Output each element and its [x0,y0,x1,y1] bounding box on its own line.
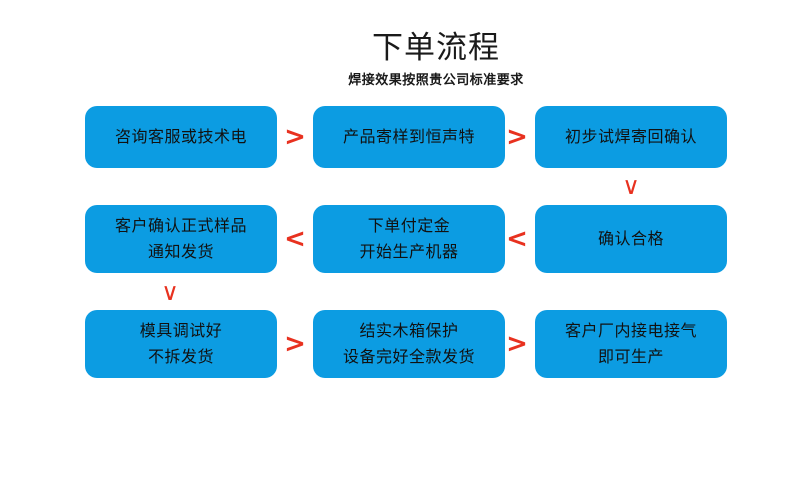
flow-node-send-sample[interactable]: 产品寄样到恒声特 [313,106,505,168]
arrow-right-icon: > [284,329,306,359]
arrow-down-left-icon: ∨ [161,278,179,306]
flow-node-line-1: 产品寄样到恒声特 [342,127,475,146]
flow-node-line-1: 结实木箱保护 [359,321,459,340]
arrow-down-right-icon: ∨ [622,172,640,200]
flow-node-line-1: 初步试焊寄回确认 [564,127,697,146]
arrow-left-icon: < [506,224,528,254]
flow-node-deposit-production[interactable]: 下单付定金 开始生产机器 [313,205,505,273]
flow-node-wooden-crate-shipping[interactable]: 结实木箱保护 设备完好全款发货 [313,310,505,378]
flow-node-line-2: 即可生产 [597,347,664,366]
flow-node-line-1: 确认合格 [597,229,664,248]
page-subtitle: 焊接效果按照贵公司标准要求 [348,73,524,88]
flow-node-consult-service[interactable]: 咨询客服或技术电 [85,106,277,168]
flow-node-line-1: 下单付定金 [367,216,451,235]
flow-node-line-1: 客户确认正式样品 [114,216,247,235]
flow-node-line-2: 不拆发货 [147,347,214,366]
flow-node-line-1: 模具调试好 [139,321,223,340]
flow-node-line-1: 客户厂内接电接气 [564,321,697,340]
flow-node-line-2: 通知发货 [147,242,214,261]
arrow-right-icon: > [506,329,528,359]
flow-node-line-2: 开始生产机器 [359,242,459,261]
arrow-right-icon: > [284,122,306,152]
flow-node-confirm-qualified[interactable]: 确认合格 [535,205,727,273]
flow-node-line-2: 设备完好全款发货 [342,347,475,366]
flow-node-onsite-ready-to-produce[interactable]: 客户厂内接电接气 即可生产 [535,310,727,378]
arrow-right-icon: > [506,122,528,152]
flow-node-line-1: 咨询客服或技术电 [114,127,247,146]
flow-node-mold-tested[interactable]: 模具调试好 不拆发货 [85,310,277,378]
flow-node-trial-weld-confirm[interactable]: 初步试焊寄回确认 [535,106,727,168]
flow-node-customer-confirm-sample[interactable]: 客户确认正式样品 通知发货 [85,205,277,273]
chart-header: 下单流程 焊接效果按照贵公司标准要求 [0,28,800,90]
arrow-left-icon: < [284,224,306,254]
flow-row-2: 客户确认正式样品 通知发货 < 下单付定金 开始生产机器 < 确认合格 [85,205,730,273]
flow-row-1: 咨询客服或技术电 > 产品寄样到恒声特 > 初步试焊寄回确认 [85,106,730,168]
flow-row-3: 模具调试好 不拆发货 > 结实木箱保护 设备完好全款发货 > 客户厂内接电接气 … [85,310,730,378]
page-title: 下单流程 [372,30,500,66]
